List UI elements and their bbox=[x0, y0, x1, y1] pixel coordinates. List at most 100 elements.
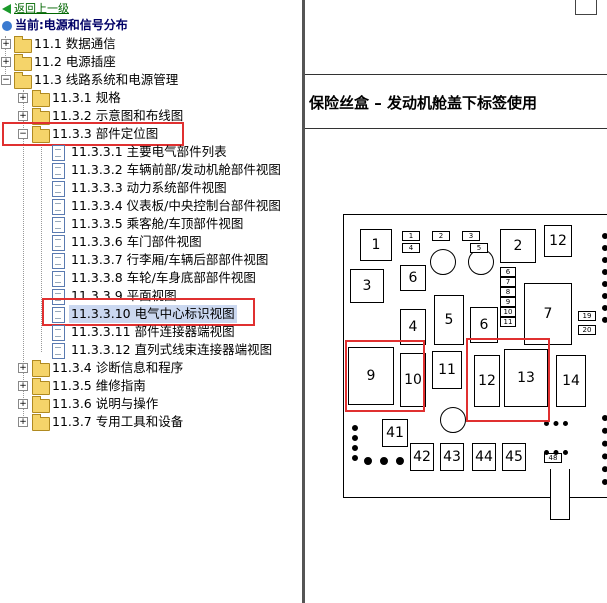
collapse-icon[interactable]: − bbox=[18, 129, 28, 139]
expand-icon[interactable]: + bbox=[18, 111, 28, 121]
pin-strip bbox=[352, 425, 366, 461]
tree-item-11-3-4[interactable]: + 11.3.4 诊断信息和程序 bbox=[0, 359, 300, 377]
tree-item-11-3-3-3[interactable]: 11.3.3.3 动力系统部件视图 bbox=[0, 179, 300, 197]
fuse-1: 1 bbox=[360, 229, 392, 261]
mini-fuse-8: 8 bbox=[500, 287, 516, 297]
document-icon bbox=[52, 271, 65, 287]
expand-icon[interactable]: + bbox=[18, 363, 28, 373]
tree-item-11-3-3-5[interactable]: 11.3.3.5 乘客舱/车顶部件视图 bbox=[0, 215, 300, 233]
mini-fuse-10: 10 bbox=[500, 307, 516, 317]
tree-item-label[interactable]: 11.3 线路系统和电源管理 bbox=[34, 72, 179, 87]
tree-item-11-2[interactable]: + 11.2 电源插座 bbox=[0, 53, 300, 71]
folder-icon bbox=[32, 360, 50, 377]
expand-icon[interactable]: + bbox=[1, 39, 11, 49]
fuse-12-top: 12 bbox=[544, 225, 572, 257]
content-title: 保险丝盒 – 发动机舱盖下标签使用 bbox=[309, 94, 537, 112]
navigation-tree-pane: 返回上一级 当前:电源和信号分布 + 11.1 数据通信 + 11.2 电源插座… bbox=[0, 0, 302, 603]
tree-item-label[interactable]: 11.3.3.8 车轮/车身底部部件视图 bbox=[71, 270, 256, 285]
folder-icon bbox=[32, 90, 50, 107]
tree-item-label[interactable]: 11.3.3.1 主要电气部件列表 bbox=[71, 144, 227, 159]
fuse-44: 44 bbox=[472, 443, 496, 471]
tree-item-label[interactable]: 11.3.7 专用工具和设备 bbox=[52, 414, 184, 429]
mini-fuse-7: 7 bbox=[500, 277, 516, 287]
mini-fuse-4: 4 bbox=[402, 243, 420, 253]
pin-strip bbox=[364, 457, 404, 485]
highlight-box-11-3-3 bbox=[2, 122, 184, 146]
tree-line bbox=[41, 144, 42, 352]
tree-item-label[interactable]: 11.3.3.5 乘客舱/车顶部件视图 bbox=[71, 216, 244, 231]
back-link-label[interactable]: 返回上一级 bbox=[14, 2, 69, 15]
folder-icon bbox=[32, 378, 50, 395]
tree-item-label[interactable]: 11.3.3 部件定位图 bbox=[52, 126, 159, 141]
document-icon bbox=[52, 163, 65, 179]
back-link[interactable]: 返回上一级 bbox=[2, 0, 69, 16]
tree-item-label[interactable]: 11.3.3.3 动力系统部件视图 bbox=[71, 180, 227, 195]
tree-item-label[interactable]: 11.3.4 诊断信息和程序 bbox=[52, 360, 184, 375]
tree-item-11-3-3[interactable]: − 11.3.3 部件定位图 bbox=[0, 125, 300, 143]
fuse-6: 6 bbox=[400, 265, 426, 291]
current-location-label: 当前:电源和信号分布 bbox=[15, 18, 128, 32]
tree-item-label[interactable]: 11.3.3.4 仪表板/中央控制台部件视图 bbox=[71, 198, 281, 213]
document-icon bbox=[52, 289, 65, 305]
folder-icon bbox=[32, 396, 50, 413]
tree-item-11-3-3-11[interactable]: 11.3.3.11 部件连接器端视图 bbox=[0, 323, 300, 341]
tree-item-label[interactable]: 11.2 电源插座 bbox=[34, 54, 116, 69]
expand-icon[interactable]: + bbox=[18, 381, 28, 391]
pin-strip bbox=[544, 421, 568, 455]
expand-icon[interactable]: + bbox=[18, 93, 28, 103]
fuse-4: 4 bbox=[400, 309, 426, 345]
tree-item-label[interactable]: 11.3.3.6 车门部件视图 bbox=[71, 234, 202, 249]
tree-item-11-3-7[interactable]: + 11.3.7 专用工具和设备 bbox=[0, 413, 300, 431]
tree-item-11-3-2[interactable]: + 11.3.2 示意图和布线图 bbox=[0, 107, 300, 125]
fuse-42: 42 bbox=[410, 443, 434, 471]
tree-item-11-3-3-4[interactable]: 11.3.3.4 仪表板/中央控制台部件视图 bbox=[0, 197, 300, 215]
expand-icon[interactable]: + bbox=[1, 57, 11, 67]
expand-icon[interactable]: + bbox=[18, 417, 28, 427]
pin-strip bbox=[602, 233, 607, 323]
tree-item-label[interactable]: 11.3.6 说明与操作 bbox=[52, 396, 159, 411]
tree-line bbox=[23, 90, 24, 422]
globe-icon bbox=[2, 20, 12, 31]
tree-item-label[interactable]: 11.3.3.12 直列式线束连接器端视图 bbox=[71, 342, 273, 357]
tree-item-11-3-3-1[interactable]: 11.3.3.1 主要电气部件列表 bbox=[0, 143, 300, 161]
collapse-icon[interactable]: − bbox=[1, 75, 11, 85]
tree-item-11-1[interactable]: + 11.1 数据通信 bbox=[0, 35, 300, 53]
tree-item-label[interactable]: 11.3.3.7 行李厢/车辆后部部件视图 bbox=[71, 252, 269, 267]
back-arrow-icon bbox=[2, 4, 11, 14]
document-icon bbox=[52, 181, 65, 197]
folder-icon bbox=[14, 54, 32, 71]
mini-fuse-1: 1 bbox=[402, 231, 420, 241]
tree-item-11-3-3-7[interactable]: 11.3.3.7 行李厢/车辆后部部件视图 bbox=[0, 251, 300, 269]
tree-item-label[interactable]: 11.1 数据通信 bbox=[34, 36, 116, 51]
tree-item-11-3-1[interactable]: + 11.3.1 规格 bbox=[0, 89, 300, 107]
highlight-box-fuse-12-13 bbox=[466, 338, 550, 422]
tree-item-label[interactable]: 11.3.3.11 部件连接器端视图 bbox=[71, 324, 235, 339]
tree-item-label-selected[interactable]: 11.3.3.10 电气中心标识视图 bbox=[69, 305, 237, 323]
tree-item-11-3-3-12[interactable]: 11.3.3.12 直列式线束连接器端视图 bbox=[0, 341, 300, 359]
tree-item-label[interactable]: 11.3.3.2 车辆前部/发动机舱部件视图 bbox=[71, 162, 281, 177]
tree-item-label[interactable]: 11.3.5 维修指南 bbox=[52, 378, 146, 393]
tree-item-label[interactable]: 11.3.1 规格 bbox=[52, 90, 121, 105]
fuse-13: 13 bbox=[504, 349, 548, 407]
document-icon bbox=[52, 235, 65, 251]
tree-item-11-3[interactable]: − 11.3 线路系统和电源管理 bbox=[0, 71, 300, 89]
tree-item-11-3-6[interactable]: + 11.3.6 说明与操作 bbox=[0, 395, 300, 413]
document-icon bbox=[52, 199, 65, 215]
current-location: 当前:电源和信号分布 bbox=[2, 16, 128, 34]
round-connector bbox=[430, 249, 456, 275]
tree-item-11-3-3-2[interactable]: 11.3.3.2 车辆前部/发动机舱部件视图 bbox=[0, 161, 300, 179]
tree-item-11-3-3-6[interactable]: 11.3.3.6 车门部件视图 bbox=[0, 233, 300, 251]
tree-item-11-3-5[interactable]: + 11.3.5 维修指南 bbox=[0, 377, 300, 395]
pane-splitter[interactable] bbox=[302, 0, 305, 603]
fuse-7: 7 bbox=[524, 283, 572, 345]
content-pane: 保险丝盒 – 发动机舱盖下标签使用 1 3 2 12 6 4 5 6 7 9 1… bbox=[305, 0, 607, 603]
mini-fuse-19: 19 bbox=[578, 311, 596, 321]
title-rule-top bbox=[305, 74, 607, 75]
expand-icon[interactable]: + bbox=[18, 399, 28, 409]
tree-item-11-3-3-8[interactable]: 11.3.3.8 车轮/车身底部部件视图 bbox=[0, 269, 300, 287]
document-icon bbox=[52, 145, 65, 161]
tree-item-11-3-3-10[interactable]: 11.3.3.10 电气中心标识视图 bbox=[0, 305, 300, 323]
folder-icon bbox=[32, 414, 50, 431]
mini-fuse-9: 9 bbox=[500, 297, 516, 307]
tree-item-label[interactable]: 11.3.2 示意图和布线图 bbox=[52, 108, 184, 123]
